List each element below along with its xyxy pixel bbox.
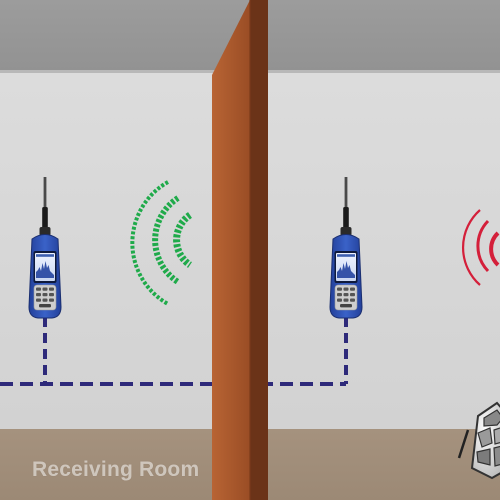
sound-wave-icon (130, 180, 193, 306)
sound-wave-icon (462, 209, 500, 286)
connection-cable (0, 317, 348, 386)
partition-wall (212, 0, 268, 500)
noise-source-speaker-icon (457, 401, 500, 480)
room-label: Receiving Room (32, 458, 200, 481)
partition-front (212, 0, 250, 500)
partition-side (250, 0, 268, 500)
